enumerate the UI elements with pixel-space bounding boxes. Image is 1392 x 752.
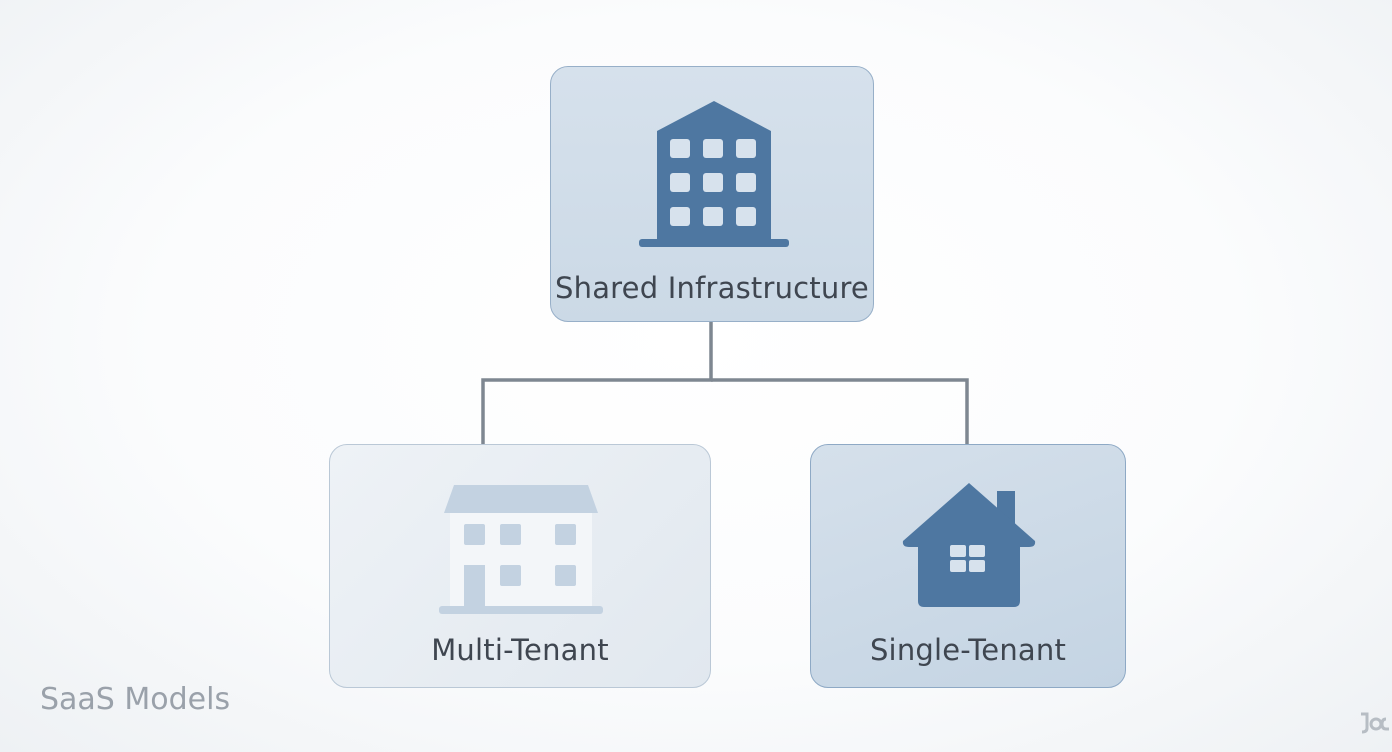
node-label-shared: Shared Infrastructure — [555, 271, 869, 305]
watermark-logo-icon — [1361, 712, 1389, 734]
footer-title: SaaS Models — [40, 682, 231, 717]
node-shared-infrastructure: Shared Infrastructure — [550, 66, 874, 322]
apartment-house-icon — [439, 485, 603, 614]
node-single-tenant: Single-Tenant — [810, 444, 1126, 688]
connector-shared-to-multi — [481, 322, 713, 444]
connector-shared-to-single — [711, 378, 969, 444]
house-icon — [902, 483, 1036, 607]
office-building-icon — [639, 101, 789, 247]
node-label-multi: Multi-Tenant — [431, 633, 609, 667]
node-label-single: Single-Tenant — [869, 633, 1067, 667]
node-multi-tenant: Multi-Tenant — [329, 444, 711, 688]
